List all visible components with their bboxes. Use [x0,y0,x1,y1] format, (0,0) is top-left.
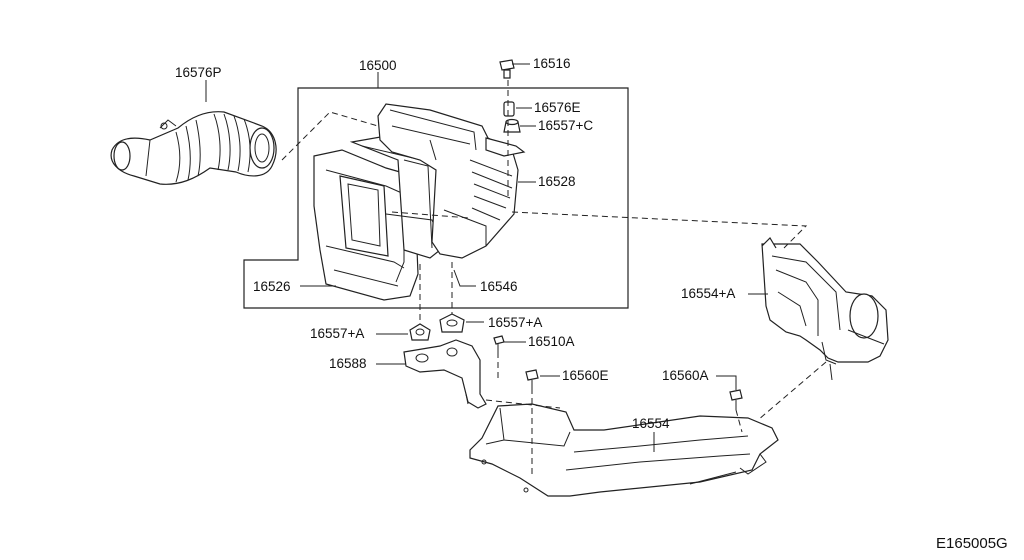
grommet-16576E [503,101,515,117]
label-16528: 16528 [538,174,576,189]
label-16576E: 16576E [534,100,581,115]
label-16554A: 16554+A [681,286,735,301]
resonator-16554A [761,237,889,381]
lower-case-16526 [313,149,419,301]
label-16546: 16546 [480,279,518,294]
grommet-16557C [503,118,521,133]
bolt-16560E [525,369,539,388]
mount-16557A-right [439,313,465,333]
callout-labels: 16576P 16500 16516 16576E 16557+C 16528 … [175,56,735,431]
label-16560E: 16560E [562,368,609,383]
bolt-16510A [493,335,505,352]
leader-lines [205,63,768,452]
bolt-16516 [499,59,515,79]
bolt-16560A [729,389,743,410]
label-16557C: 16557+C [538,118,593,133]
label-16516: 16516 [533,56,571,71]
label-16557A-right: 16557+A [488,315,542,330]
label-16554: 16554 [632,416,670,431]
upper-cover-16528 [377,103,526,259]
label-16500: 16500 [359,58,397,73]
bracket-16588 [403,339,487,409]
assembly-16500-box [243,87,629,309]
mount-16557A-left [409,323,431,341]
assembly-guide-lines [281,80,827,478]
label-16560A: 16560A [662,368,709,383]
diagram-code: E165005G [936,535,1008,552]
label-16588: 16588 [329,356,367,371]
duct-16554 [469,403,779,497]
label-16557A-left: 16557+A [310,326,364,341]
label-16510A: 16510A [528,334,575,349]
label-16576P: 16576P [175,65,222,80]
air-duct-16576P [110,111,277,185]
label-16526: 16526 [253,279,291,294]
